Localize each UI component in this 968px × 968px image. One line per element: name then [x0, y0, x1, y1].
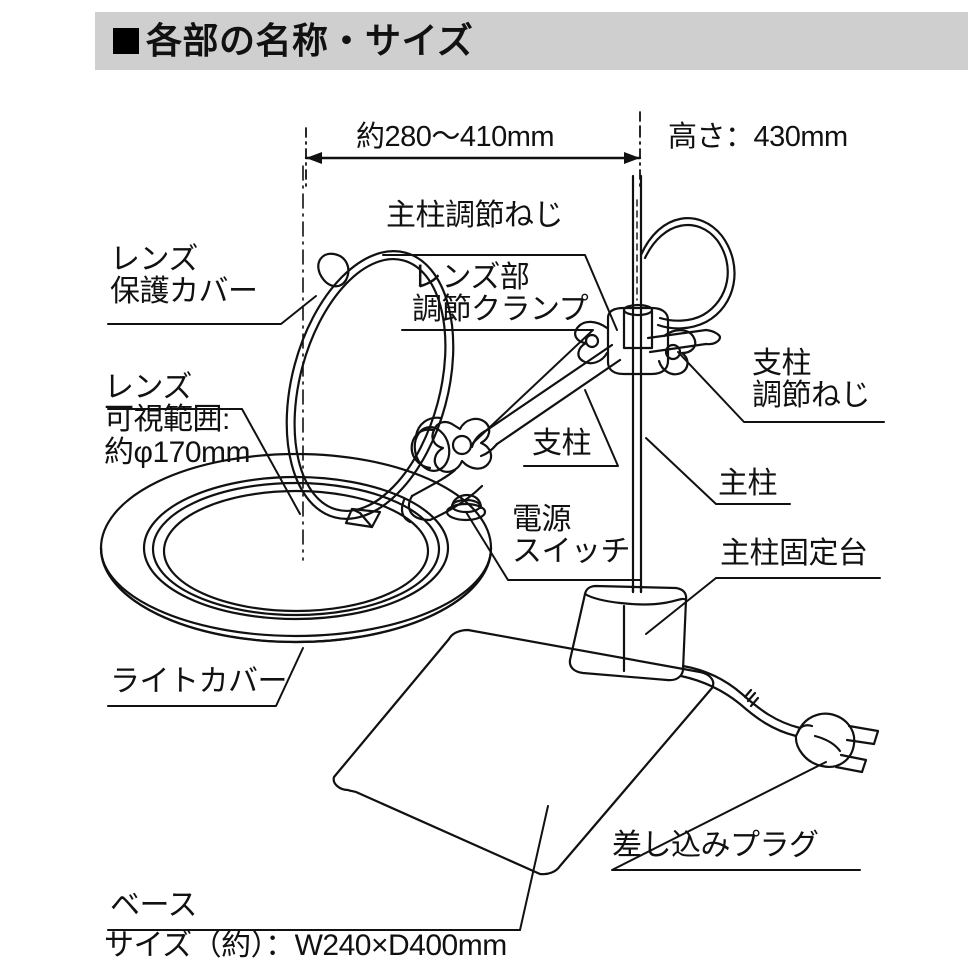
page-title: 各部の名称・サイズ	[146, 20, 474, 61]
callout-power-switch-line2: スイッチ	[512, 535, 631, 569]
callout-lens-clamp: レンズ部 調節クランプ	[412, 261, 589, 327]
callout-lens-line2: 可視範囲:	[104, 403, 230, 437]
power-cord	[679, 664, 802, 738]
support-arm	[470, 328, 722, 458]
pillar-mount-block	[568, 584, 688, 682]
callout-light-cover: ライトカバー	[110, 665, 288, 698]
section-header: 各部の名称・サイズ	[95, 12, 968, 70]
height-dimension-label: 高さ：430mm	[668, 121, 848, 153]
callout-support-pillar-screw-line2: 調節ねじ	[752, 379, 871, 413]
width-dimension-label: 約280〜410mm	[356, 121, 555, 153]
lens-protective-cover	[285, 250, 455, 524]
power-cord-loop	[639, 217, 736, 330]
callout-support-pillar: 支柱	[532, 427, 592, 460]
callout-base-size: サイズ（約）：W240×D400mm	[104, 929, 507, 962]
callout-lens-line3: 約φ170mm	[104, 435, 251, 469]
callout-lens-cover-line1: レンズ	[110, 243, 198, 276]
main-pillar	[622, 174, 654, 594]
callout-support-pillar-screw: 支柱 調節ねじ	[752, 347, 871, 413]
power-plug	[794, 712, 880, 774]
filled-square-icon	[113, 28, 139, 54]
callout-lens-line1: レンズ	[104, 371, 192, 404]
callout-pillar-mount: 主柱固定台	[720, 537, 868, 570]
callout-base-title: ベース	[110, 889, 198, 922]
callout-main-pillar: 主柱	[718, 467, 778, 500]
callout-lens-clamp-line1: レンズ部	[412, 261, 530, 294]
callout-leader-lines	[107, 254, 885, 931]
base-plate	[332, 628, 715, 876]
callout-main-pillar-screw: 主柱調節ねじ	[386, 199, 564, 232]
callout-lens-cover-line2: 保護カバー	[110, 275, 258, 309]
callout-power-switch: 電源 スイッチ	[512, 503, 631, 569]
lens-surface	[162, 489, 430, 613]
callout-power-switch-line1: 電源	[512, 503, 572, 536]
light-cover	[99, 452, 493, 644]
callout-plug: 差し込みプラグ	[612, 829, 819, 862]
callout-lens: レンズ 可視範囲: 約φ170mm	[104, 371, 251, 469]
callout-support-pillar-screw-line1: 支柱	[752, 347, 812, 380]
callout-lens-clamp-line2: 調節クランプ	[412, 293, 589, 327]
pillar-clamp-joint	[574, 306, 697, 376]
callout-lens-cover: レンズ 保護カバー	[110, 243, 258, 309]
